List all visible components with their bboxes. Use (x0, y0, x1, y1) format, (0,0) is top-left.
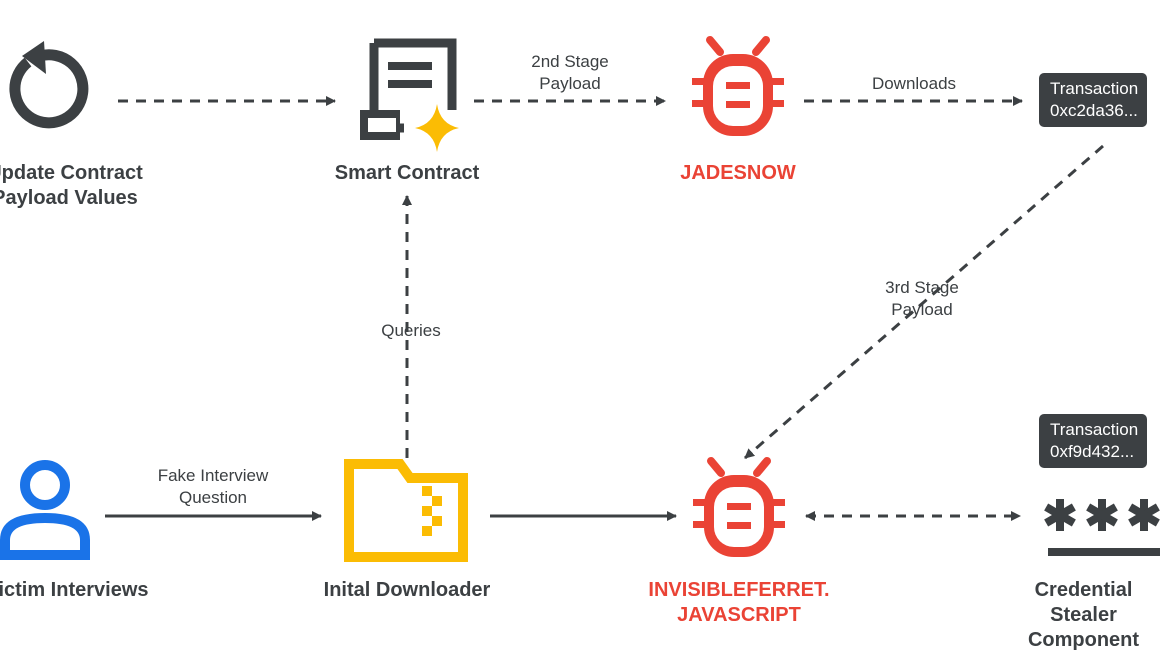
node-credential-stealer-label: Credential Stealer Component (1027, 579, 1140, 651)
smart-contract-icon (360, 38, 459, 152)
transaction-badge-2: Transaction 0xf9d432... (1039, 414, 1148, 468)
edge-label-downloads: Downloads (871, 74, 957, 93)
password-icon (1044, 499, 1160, 556)
refresh-icon (9, 41, 89, 129)
transaction-badge-1: Transaction 0xc2da36... (1039, 73, 1148, 127)
node-victim-label: Victim Interviews (0, 579, 149, 601)
node-invisibleferret-label: INVISIBLEFERRET. JAVASCRIPT (648, 579, 830, 626)
edge-transaction-to-invisibleferret (744, 144, 1104, 460)
person-icon (0, 460, 90, 560)
zip-folder-icon (344, 459, 468, 562)
bug-icon (693, 457, 785, 557)
node-initial-downloader-label: Inital Downloader (323, 579, 491, 601)
edge-label-2nd-stage: 2nd Stage Payload (531, 52, 609, 93)
edge-label-fake-interview: Fake Interview Question (157, 466, 269, 507)
node-smart-contract-label: Smart Contract (334, 162, 480, 184)
edge-label-queries: Queries (381, 321, 441, 340)
edge-label-3rd-stage: 3rd Stage Payload (885, 278, 959, 319)
node-update-contract-label: Update Contract Payload Values (0, 162, 143, 209)
bug-icon (692, 36, 784, 136)
node-jadesnow-label: JADESNOW (680, 162, 796, 184)
